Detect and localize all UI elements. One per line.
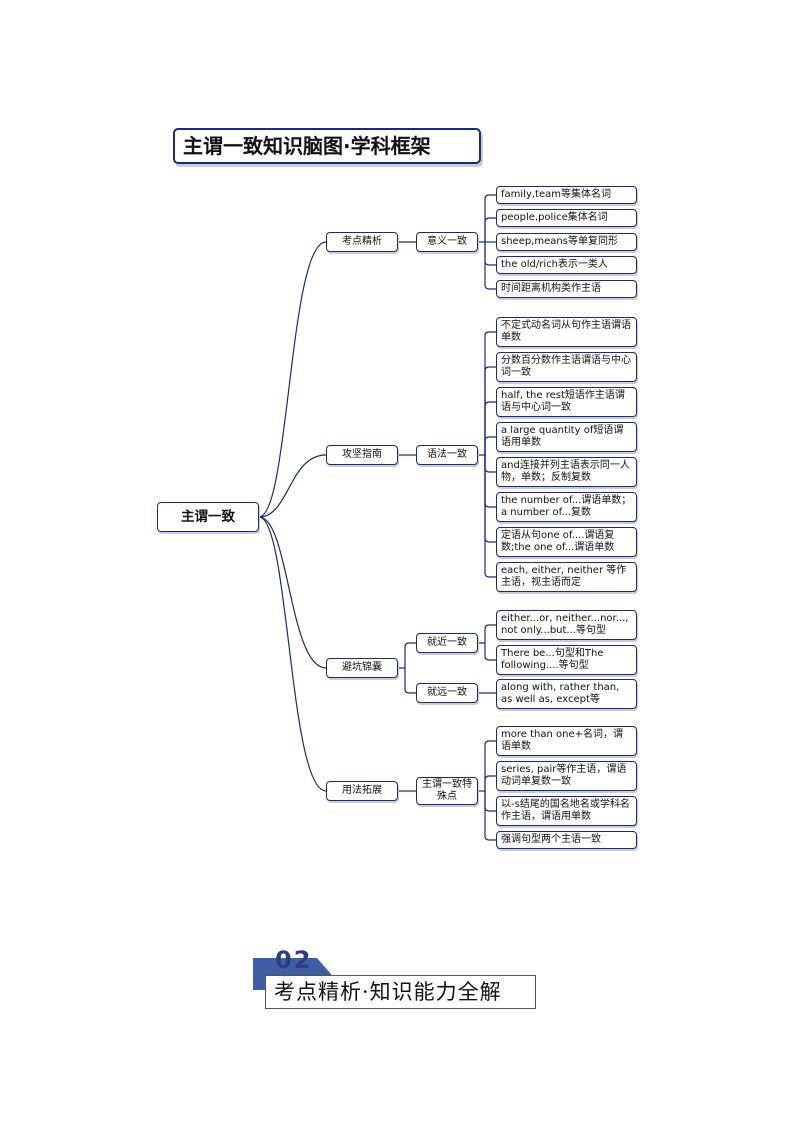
connector-line bbox=[484, 775, 496, 791]
leaf-node: series, pair等作主语，谓语动词单复数一致 bbox=[496, 761, 637, 791]
leaf-node: and连接并列主语表示同一人物，单数；反制复数 bbox=[496, 457, 637, 487]
leaf-node: either...or, neither...nor..., not only.… bbox=[496, 610, 637, 640]
connector-line bbox=[484, 217, 496, 242]
leaf-node: 分数百分数作主语谓语与中心词一致 bbox=[496, 352, 637, 382]
sub-node-jiuyuan: 就远一致 bbox=[416, 683, 478, 703]
connector-line bbox=[484, 740, 496, 791]
connector-line bbox=[484, 455, 496, 508]
leaf-node: more than one+名词，谓语单数 bbox=[496, 726, 637, 756]
leaf-node: There be...句型和The following....等句型 bbox=[496, 645, 637, 675]
leaf-node: each, either, neither 等作主语，视主语而定 bbox=[496, 562, 637, 592]
connector-line bbox=[484, 436, 496, 455]
connector-line bbox=[484, 791, 496, 841]
branch-node-bikeng: 避坑锦囊 bbox=[326, 658, 398, 678]
root-node: 主谓一致 bbox=[157, 502, 259, 532]
leaf-node: family,team等集体名词 bbox=[496, 186, 637, 204]
sub-node-jiujin: 就近一致 bbox=[416, 633, 478, 653]
leaf-node: 以-s结尾的国名地名或学科名作主语，谓语用单数 bbox=[496, 796, 637, 826]
connector-line bbox=[258, 454, 327, 518]
leaf-node: the old/rich表示一类人 bbox=[496, 256, 637, 274]
connector-line bbox=[404, 668, 416, 694]
connector-line bbox=[484, 401, 496, 455]
sub-node-teshu: 主谓一致特殊点 bbox=[416, 777, 478, 805]
connector-line bbox=[484, 242, 496, 290]
leaf-node: the number of...谓语单数；a number of...复数 bbox=[496, 492, 637, 522]
connector-line bbox=[404, 642, 416, 668]
leaf-node: people,police集体名词 bbox=[496, 209, 637, 227]
section-title: 考点精析·知识能力全解 bbox=[265, 975, 536, 1009]
branch-node-kaodian: 考点精析 bbox=[326, 232, 398, 252]
connector-line bbox=[484, 624, 496, 643]
leaf-node: 定语从句one of....谓语复数;the one of...谓语单数 bbox=[496, 527, 637, 557]
leaf-node: 时间距离机构类作主语 bbox=[496, 280, 637, 298]
page-title: 主谓一致知识脑图·学科框架 bbox=[173, 128, 481, 164]
leaf-node: 强调句型两个主语一致 bbox=[496, 831, 637, 849]
connector-line bbox=[484, 331, 496, 455]
connector-line bbox=[484, 194, 496, 242]
leaf-node: half, the rest短语作主语谓语与中心词一致 bbox=[496, 387, 637, 417]
sub-node-yufa: 语法一致 bbox=[416, 445, 478, 465]
connector-line bbox=[258, 516, 327, 669]
branch-node-yongfa: 用法拓展 bbox=[326, 781, 398, 801]
connector-line bbox=[258, 241, 327, 518]
connector-line bbox=[484, 791, 496, 812]
leaf-node: a large quantity of短语谓语用单数 bbox=[496, 422, 637, 452]
sub-node-yiyi: 意义一致 bbox=[416, 232, 478, 252]
connector-line bbox=[484, 455, 496, 578]
connector-line bbox=[258, 516, 327, 792]
branch-node-gongjian: 攻坚指南 bbox=[326, 445, 398, 465]
section-number: 02 bbox=[275, 946, 313, 974]
leaf-node: sheep,means等单复同形 bbox=[496, 233, 637, 251]
connector-line bbox=[484, 455, 496, 473]
connector-line bbox=[484, 366, 496, 455]
leaf-node: 不定式动名词从句作主语谓语单数 bbox=[496, 317, 637, 347]
connector-line bbox=[484, 242, 496, 266]
connector-line bbox=[484, 455, 496, 543]
connector-line bbox=[484, 643, 496, 661]
leaf-node: along with, rather than, as well as, exc… bbox=[496, 679, 637, 709]
